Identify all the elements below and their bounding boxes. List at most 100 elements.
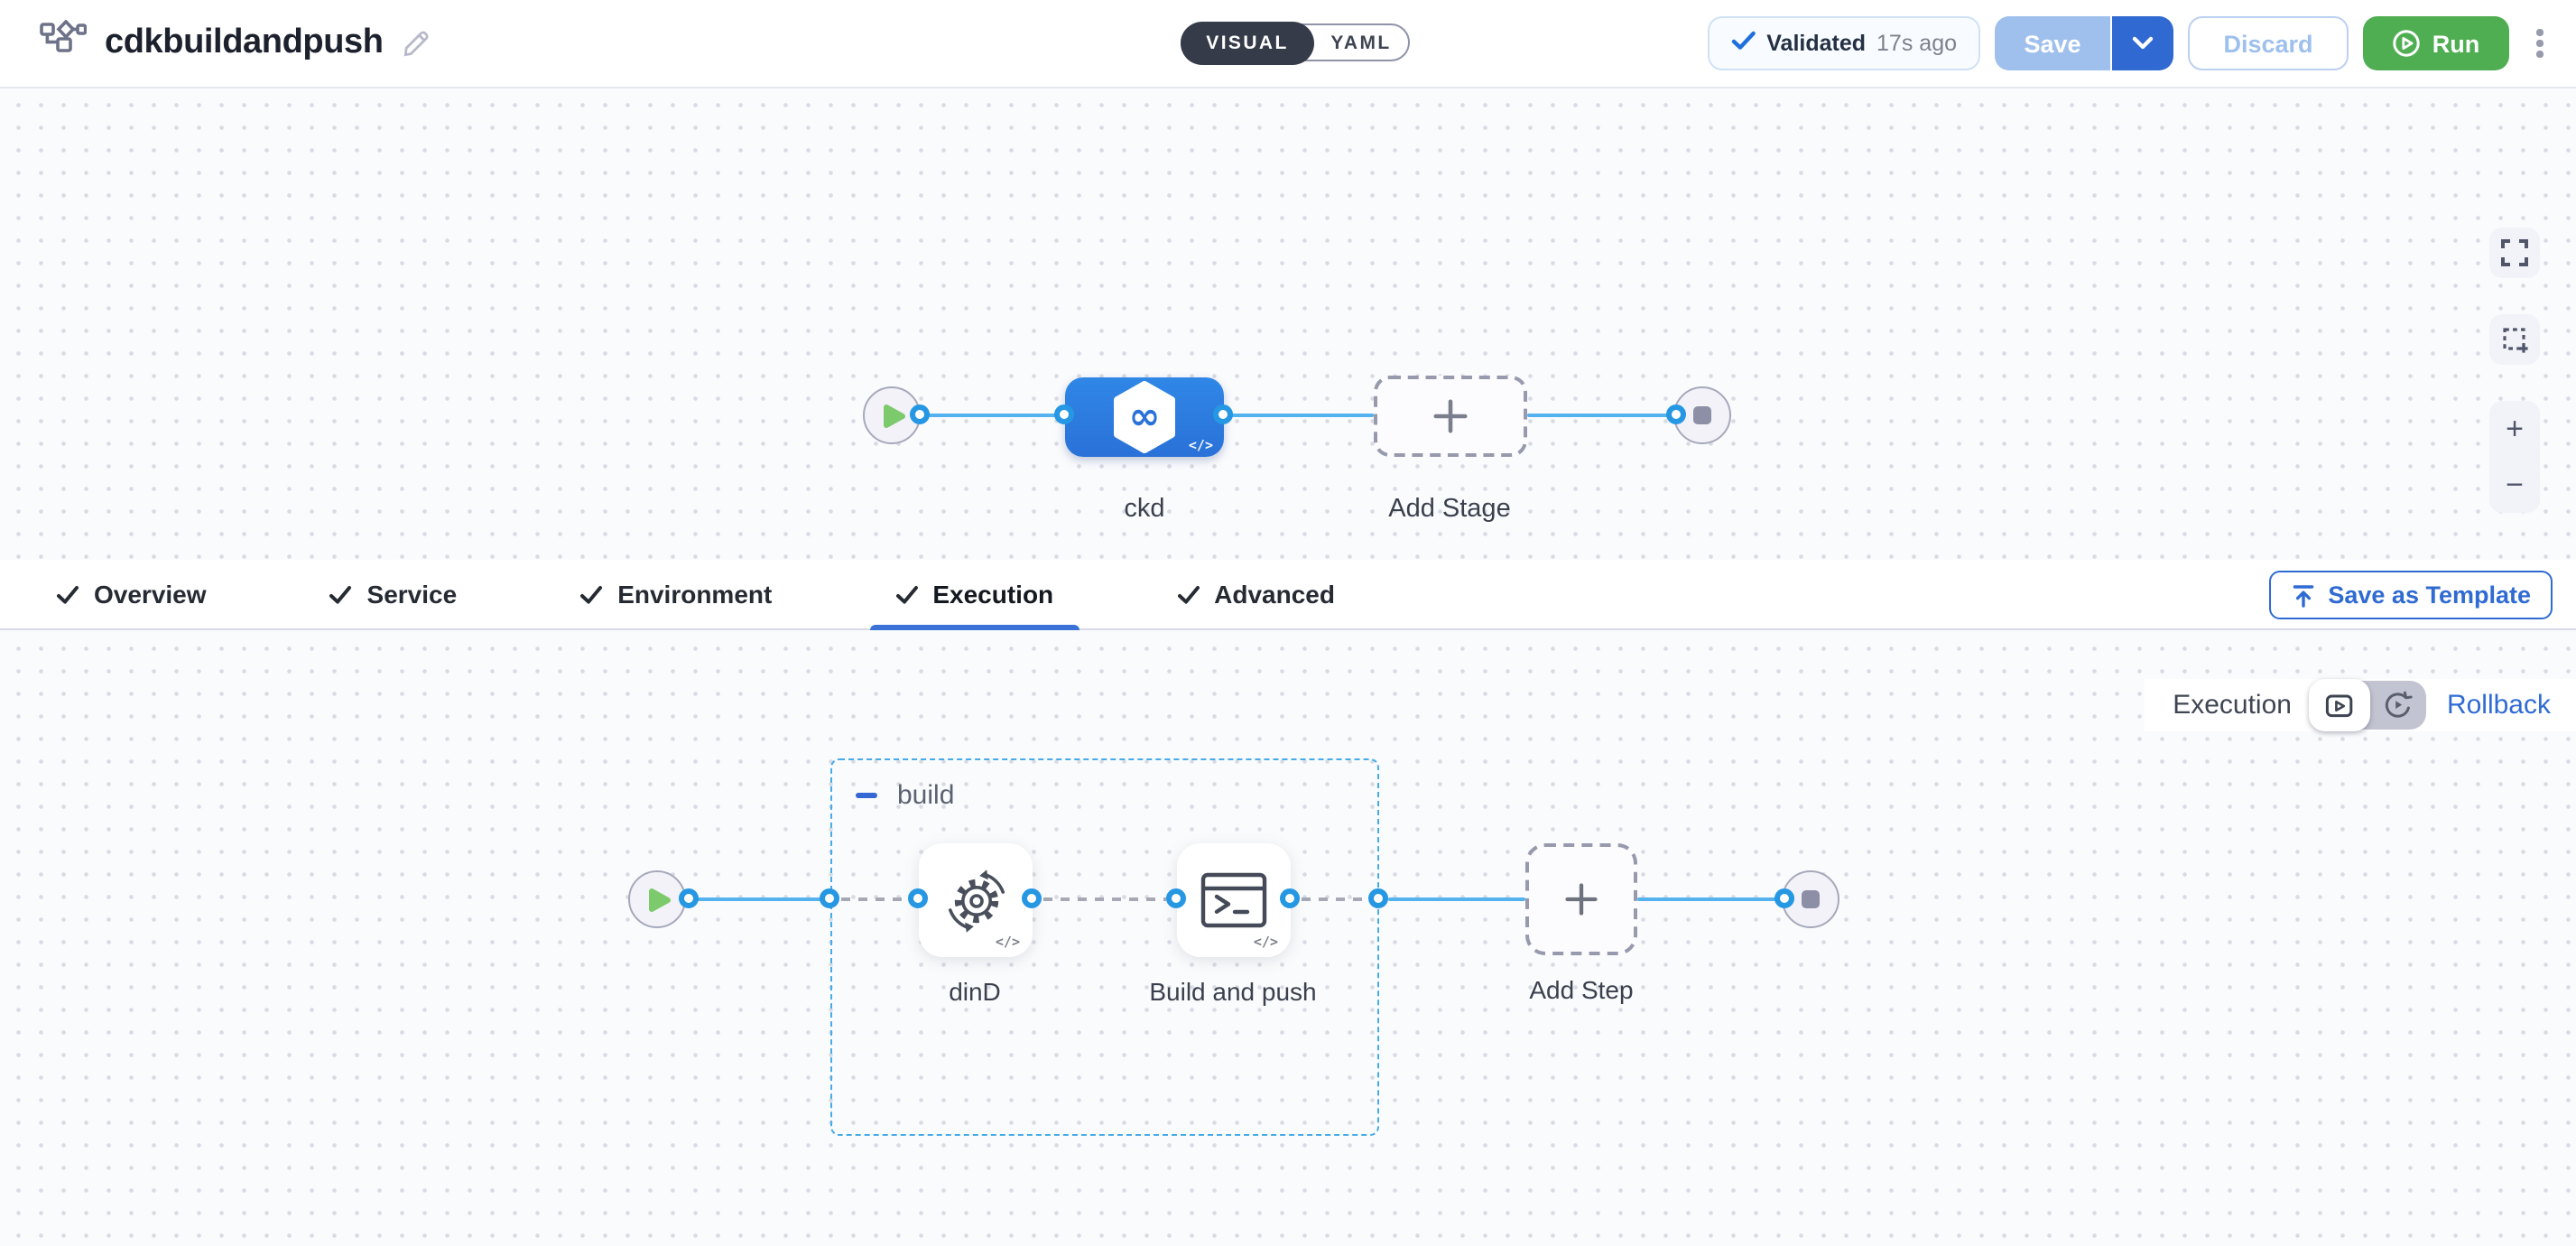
connector-dashed xyxy=(1043,897,1166,901)
discard-button[interactable]: Discard xyxy=(2188,16,2349,70)
chevron-down-icon xyxy=(2132,36,2154,50)
rollback-icon xyxy=(2386,691,2414,718)
header-left: cdkbuildandpush xyxy=(40,0,432,87)
ci-stage-icon: ∞ xyxy=(1114,381,1175,453)
fullscreen-button[interactable] xyxy=(2489,228,2540,278)
execution-graph-icon xyxy=(2326,693,2354,717)
step-group-build: build xyxy=(830,758,1379,1136)
toggle-visual[interactable]: VISUAL xyxy=(1181,22,1314,65)
connector xyxy=(697,897,830,901)
zoom-controls: + − xyxy=(2489,401,2540,513)
step-label: dinD xyxy=(949,977,1001,1006)
upload-icon xyxy=(2293,584,2313,607)
step-build-and-push[interactable]: </> xyxy=(1177,843,1291,957)
check-icon xyxy=(580,585,603,603)
execution-rollback-bar: Execution Rollback xyxy=(2144,679,2576,731)
code-icon: </> xyxy=(1188,437,1213,453)
step-label: Build and push xyxy=(1149,977,1317,1006)
execution-start-node xyxy=(628,870,686,928)
zoom-out-button[interactable]: − xyxy=(2506,467,2524,501)
edit-pencil-icon[interactable] xyxy=(402,28,432,59)
start-play-icon xyxy=(883,404,904,427)
connector-dashed xyxy=(841,897,913,901)
stage-tabbar: Overview Service Environment Execution A… xyxy=(0,560,2576,630)
port[interactable] xyxy=(679,888,699,908)
start-play-icon xyxy=(648,888,670,911)
add-stage-button[interactable] xyxy=(1374,376,1527,457)
port[interactable] xyxy=(1774,888,1794,908)
tab-execution[interactable]: Execution xyxy=(869,560,1079,630)
pipeline-icon xyxy=(40,19,88,67)
save-button[interactable]: Save xyxy=(1995,16,2112,70)
run-label: Run xyxy=(2432,30,2480,57)
zoom-in-button[interactable]: + xyxy=(2506,411,2524,445)
execution-rollback-toggle xyxy=(2309,679,2427,731)
connector xyxy=(1388,897,1525,901)
execution-view-button[interactable] xyxy=(2309,679,2371,731)
toggle-yaml[interactable]: YAML xyxy=(1330,32,1392,53)
execution-canvas: Execution Rollback xyxy=(0,630,2576,1246)
header-actions: Validated 17s ago Save Discard Run xyxy=(1707,0,2553,87)
collapse-group-icon[interactable] xyxy=(856,793,877,798)
stage-tabs: Overview Service Environment Execution A… xyxy=(0,560,2576,630)
port[interactable] xyxy=(1054,404,1074,424)
add-step-label: Add Step xyxy=(1529,975,1634,1004)
check-icon xyxy=(895,585,918,603)
dind-service-icon xyxy=(948,869,1004,932)
run-step-terminal-icon xyxy=(1200,871,1267,927)
code-icon: </> xyxy=(1253,934,1278,950)
tab-overview[interactable]: Overview xyxy=(31,560,232,628)
validated-badge[interactable]: Validated 17s ago xyxy=(1707,16,1980,70)
connector-dashed xyxy=(1302,897,1370,901)
more-options-button[interactable] xyxy=(2527,16,2553,70)
connector xyxy=(1224,413,1374,417)
port[interactable] xyxy=(1166,888,1186,908)
port[interactable] xyxy=(908,888,928,908)
fullscreen-icon xyxy=(2501,239,2528,266)
group-header: build xyxy=(856,780,954,811)
header: cdkbuildandpush VISUAL YAML Validated 17… xyxy=(0,0,2576,88)
stage-label: ckd xyxy=(1124,495,1165,524)
save-split-button: Save xyxy=(1995,16,2173,70)
tab-advanced[interactable]: Advanced xyxy=(1151,560,1360,628)
save-as-template-button[interactable]: Save as Template xyxy=(2268,571,2553,619)
run-button[interactable]: Run xyxy=(2363,16,2509,70)
marquee-select-icon xyxy=(2502,327,2527,352)
plus-icon xyxy=(1433,399,1468,433)
visual-yaml-toggle: VISUAL YAML xyxy=(1181,22,1410,65)
port[interactable] xyxy=(1213,404,1233,424)
tab-service[interactable]: Service xyxy=(304,560,483,628)
check-icon xyxy=(57,585,79,603)
execution-end-node xyxy=(1782,870,1839,928)
rollback-view-button[interactable] xyxy=(2371,681,2427,730)
stop-icon xyxy=(1693,406,1711,424)
multi-select-button[interactable] xyxy=(2489,314,2540,365)
port[interactable] xyxy=(1368,888,1388,908)
play-circle-icon xyxy=(2394,30,2421,57)
connector xyxy=(1637,897,1785,901)
add-step-button[interactable] xyxy=(1525,843,1637,955)
save-menu-button[interactable] xyxy=(2112,16,2173,70)
validated-time: 17s ago xyxy=(1876,31,1957,56)
stop-icon xyxy=(1802,890,1820,908)
tab-environment[interactable]: Environment xyxy=(554,560,797,628)
rollback-link[interactable]: Rollback xyxy=(2446,690,2551,721)
stage-node-ckd[interactable]: ∞ </> xyxy=(1065,377,1224,457)
validated-check-icon xyxy=(1730,27,1756,60)
validated-label: Validated xyxy=(1766,31,1867,56)
group-label: build xyxy=(897,780,955,811)
port[interactable] xyxy=(820,888,839,908)
svg-text:∞: ∞ xyxy=(1129,394,1161,438)
add-stage-label: Add Stage xyxy=(1388,495,1511,524)
port[interactable] xyxy=(910,404,930,424)
pipeline-title: cdkbuildandpush xyxy=(105,23,384,61)
port[interactable] xyxy=(1666,404,1686,424)
step-dind[interactable]: </> xyxy=(919,843,1033,957)
port[interactable] xyxy=(1280,888,1300,908)
code-icon: </> xyxy=(995,934,1020,950)
port[interactable] xyxy=(1022,888,1042,908)
execution-view-label: Execution xyxy=(2173,690,2292,721)
connector xyxy=(919,413,1070,417)
plus-icon xyxy=(1565,883,1598,916)
